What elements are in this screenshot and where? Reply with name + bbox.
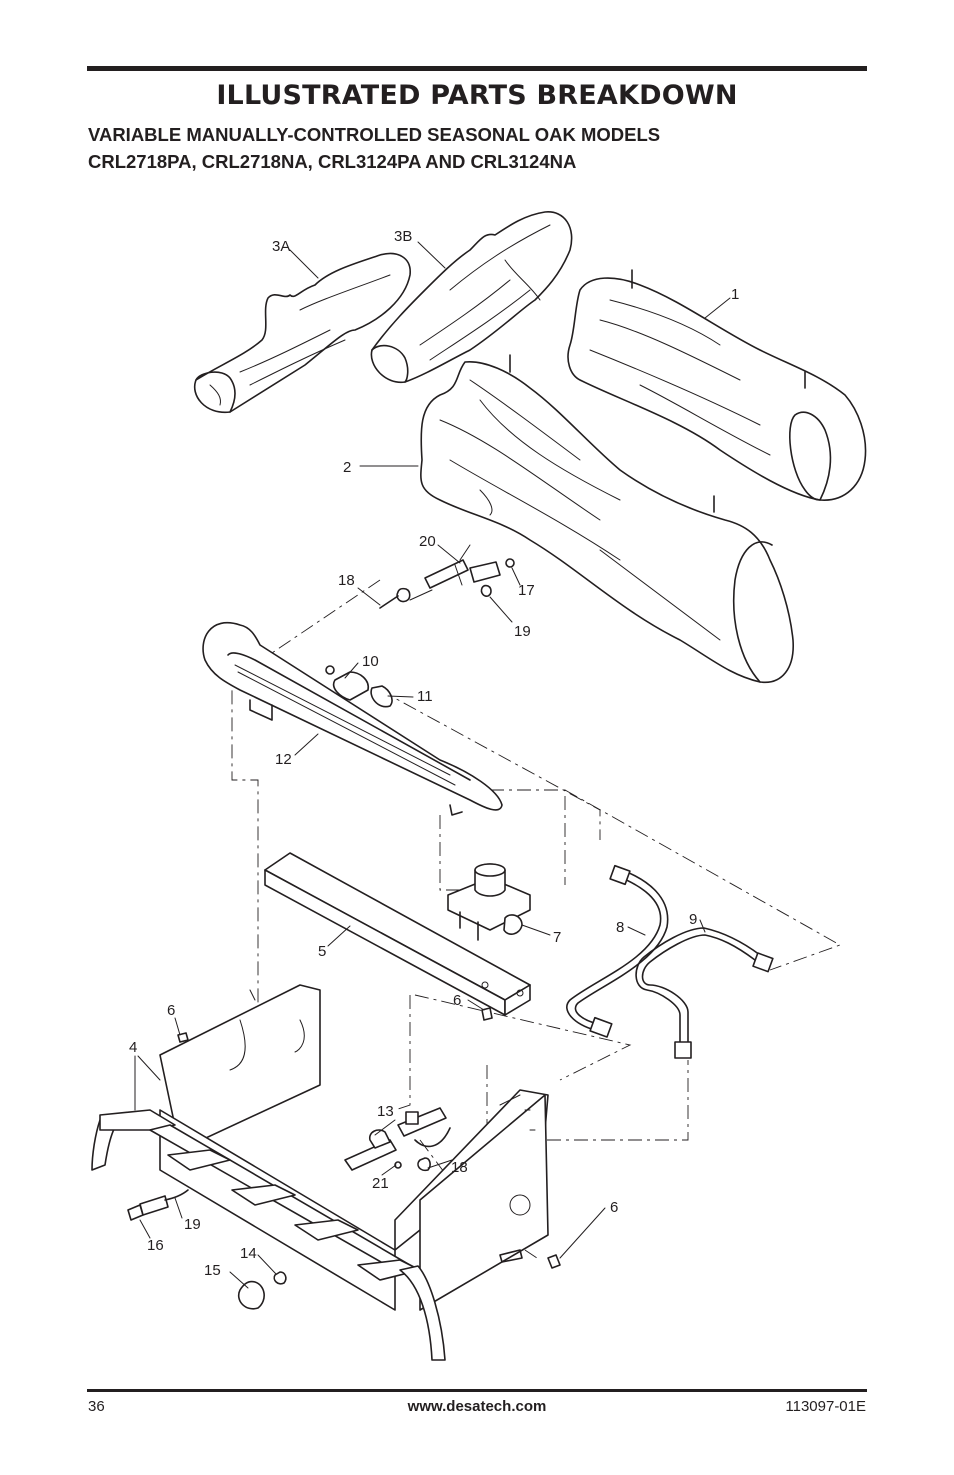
bottom-rule xyxy=(87,1389,867,1392)
callout-labels: 3A 3B 1 2 20 18 17 19 10 11 12 5 7 8 9 6… xyxy=(129,228,739,1279)
log-3b xyxy=(370,211,573,383)
callout-5: 5 xyxy=(318,943,326,960)
parts-diagram-svg: 3A 3B 1 2 20 18 17 19 10 11 12 5 7 8 9 6… xyxy=(91,211,867,1361)
callout-18-lower: 18 xyxy=(451,1159,468,1176)
valve-assembly-13 xyxy=(344,1107,451,1172)
regulator-7 xyxy=(447,863,531,941)
callout-4: 4 xyxy=(129,1039,137,1056)
page-subtitle: VARIABLE MANUALLY-CONTROLLED SEASONAL OA… xyxy=(88,121,660,175)
callout-6-right: 6 xyxy=(610,1199,618,1216)
pilot-assembly xyxy=(379,544,515,609)
gas-tubes xyxy=(566,864,774,1059)
callout-7: 7 xyxy=(553,929,561,946)
callout-19-lower: 19 xyxy=(184,1216,201,1233)
callout-1: 1 xyxy=(731,286,739,303)
callout-13: 13 xyxy=(377,1103,394,1120)
callout-19-upper: 19 xyxy=(514,623,531,640)
subtitle-line-2: CRL2718PA, CRL2718NA, CRL3124PA AND CRL3… xyxy=(88,151,577,172)
callout-18-upper: 18 xyxy=(338,572,355,589)
callout-2: 2 xyxy=(343,459,351,476)
callout-12: 12 xyxy=(275,751,292,768)
parts-diagram: 3A 3B 1 2 20 18 17 19 10 11 12 5 7 8 9 6… xyxy=(80,195,880,1385)
callout-10: 10 xyxy=(362,653,379,670)
callout-15: 15 xyxy=(204,1262,221,1279)
page-title: ILLUSTRATED PARTS BREAKDOWN xyxy=(216,80,738,111)
callout-3b: 3B xyxy=(394,228,412,245)
callout-17: 17 xyxy=(518,582,535,599)
footer-website-link[interactable]: www.desatech.com xyxy=(407,1398,547,1415)
callout-11: 11 xyxy=(417,688,433,705)
log-3a xyxy=(193,252,411,413)
log-2 xyxy=(420,354,794,684)
burner-bracket-5 xyxy=(264,852,531,1016)
callout-20: 20 xyxy=(419,533,436,550)
callout-6-left: 6 xyxy=(167,1002,175,1019)
callout-8: 8 xyxy=(616,919,624,936)
top-rule xyxy=(87,66,867,71)
document-number: 113097-01E xyxy=(785,1398,866,1415)
callout-9: 9 xyxy=(689,911,697,928)
leader-lines xyxy=(134,241,731,1289)
small-parts xyxy=(127,1007,561,1310)
callout-14: 14 xyxy=(240,1245,257,1262)
grate-bars xyxy=(91,1109,446,1361)
callout-21: 21 xyxy=(372,1175,389,1192)
callout-6-center: 6 xyxy=(453,992,461,1009)
page-number: 36 xyxy=(88,1398,105,1415)
callout-3a: 3A xyxy=(272,238,290,255)
burner-12 xyxy=(202,622,503,816)
log-1 xyxy=(567,269,867,513)
callout-16: 16 xyxy=(147,1237,164,1254)
subtitle-line-1: VARIABLE MANUALLY-CONTROLLED SEASONAL OA… xyxy=(88,124,661,145)
